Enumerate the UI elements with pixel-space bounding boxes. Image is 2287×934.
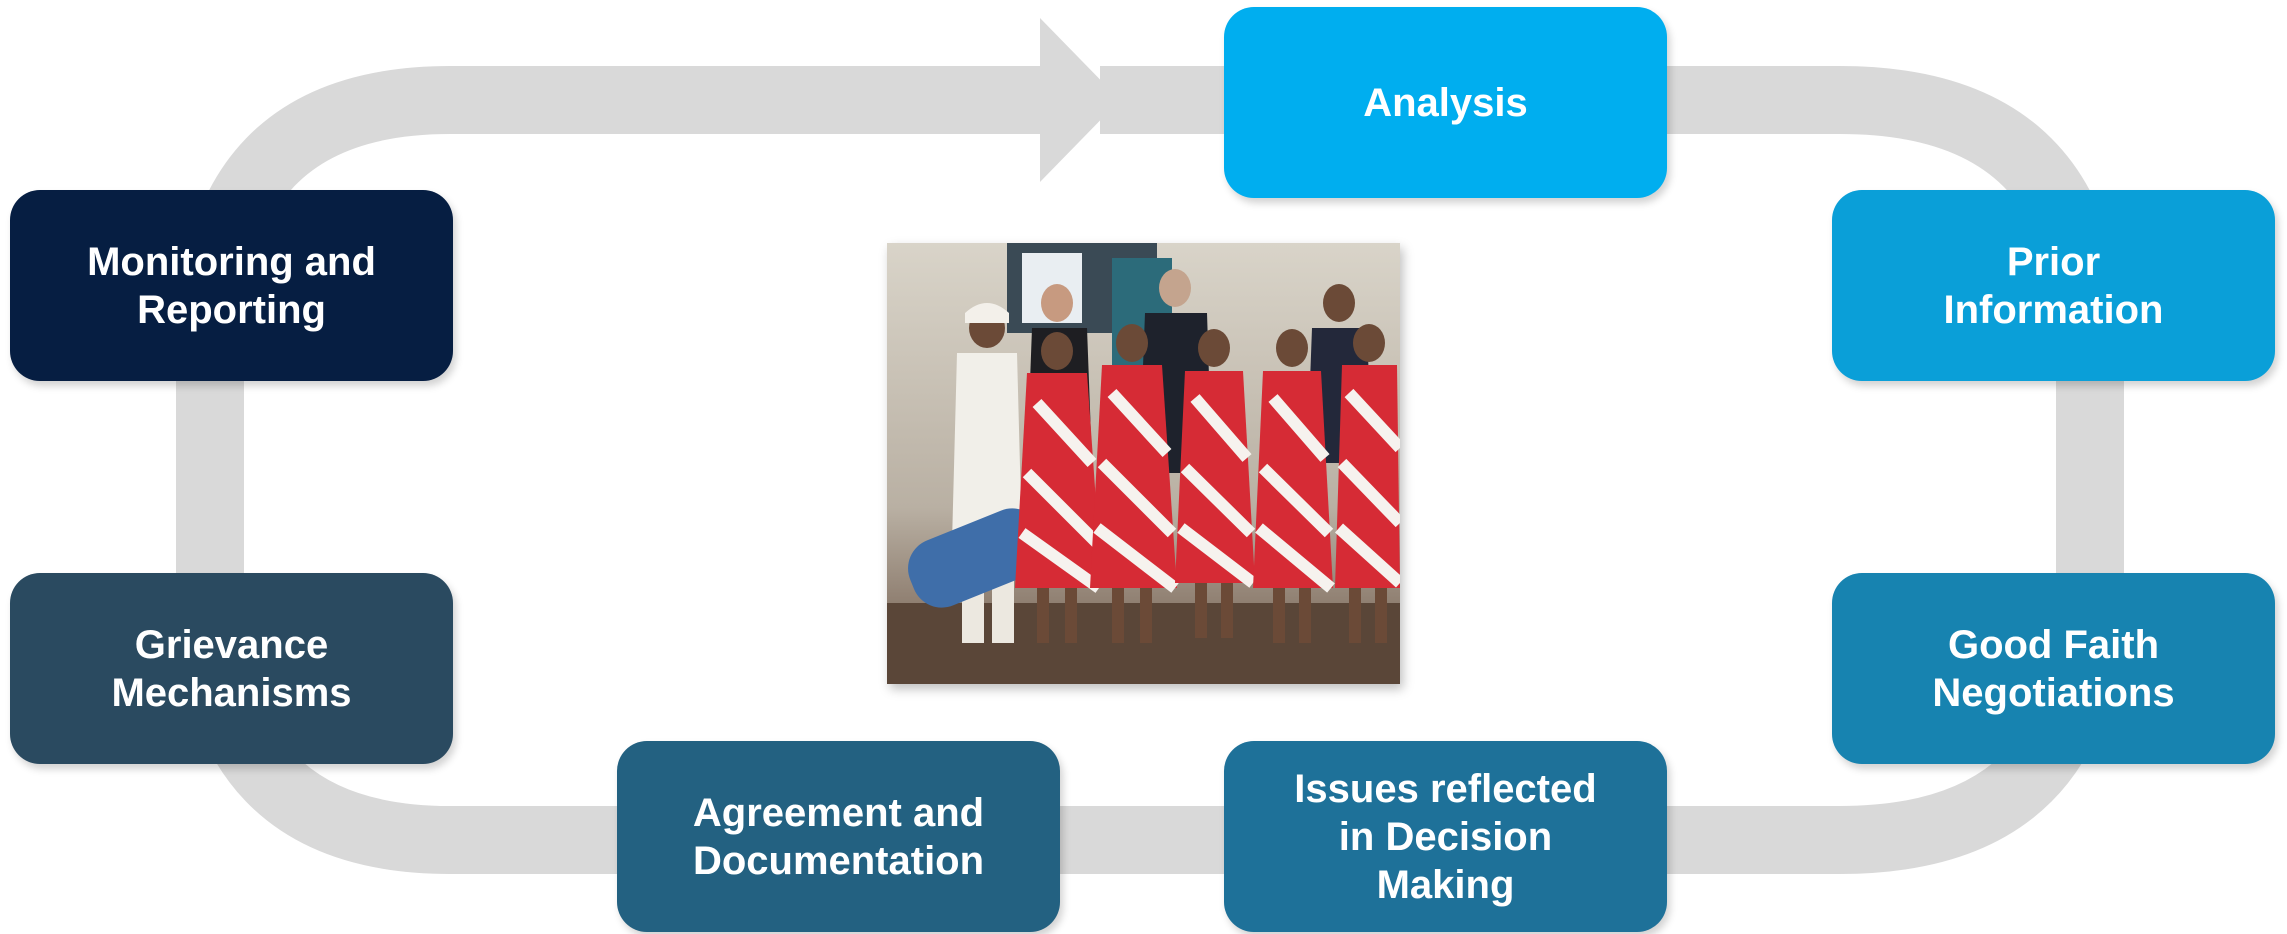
step-analysis: Analysis — [1224, 7, 1667, 198]
cycle-arrowhead — [1040, 18, 1120, 182]
step-issues-reflected: Issues reflected in Decision Making — [1224, 741, 1667, 932]
step-agreement-documentation-label: Agreement and Documentation — [692, 790, 985, 883]
step-grievance-mechanisms-label: Grievance Mechanisms — [111, 622, 352, 715]
step-issues-reflected-label: Issues reflected in Decision Making — [1294, 766, 1597, 907]
step-good-faith-negotiations-label: Good Faith Negotiations — [1932, 622, 2175, 715]
step-agreement-documentation: Agreement and Documentation — [617, 741, 1060, 932]
group-photo — [887, 243, 1400, 684]
step-good-faith-negotiations: Good Faith Negotiations — [1832, 573, 2275, 764]
step-prior-information-label: Prior Information — [1943, 239, 2164, 332]
step-grievance-mechanisms: Grievance Mechanisms — [10, 573, 453, 764]
group-photo-image — [887, 243, 1400, 684]
step-prior-information: Prior Information — [1832, 190, 2275, 381]
step-monitoring-reporting: Monitoring and Reporting — [10, 190, 453, 381]
step-analysis-label: Analysis — [1363, 80, 1528, 125]
step-monitoring-reporting-label: Monitoring and Reporting — [87, 239, 376, 332]
